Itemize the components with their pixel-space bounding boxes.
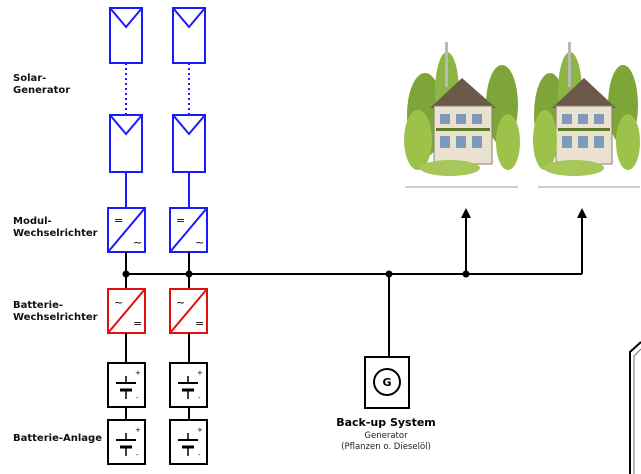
battery-cell-2b: + -: [169, 419, 208, 465]
partial-frame: [629, 341, 641, 474]
module-inverter-1: = ~: [107, 207, 146, 253]
battery-minus-symbol: -: [136, 394, 139, 402]
arrow-to-house-1: [461, 208, 471, 274]
battery-plus-symbol: +: [135, 369, 141, 377]
battery-cell-1a: + -: [107, 362, 146, 408]
label-battery-inverter: Batterie- Wechselrichter: [13, 300, 98, 323]
solar-panel-bottom-2: [172, 114, 206, 173]
inverter-ac-symbol: ~: [114, 296, 123, 309]
backup-system-detail: (Pflanzen o. Dieselöl): [341, 442, 431, 452]
battery-plus-symbol: +: [197, 426, 203, 434]
inverter-dc-symbol: =: [195, 317, 204, 330]
label-battery-system: Batterie-Anlage: [13, 433, 102, 444]
backup-system-subtitle: Generator: [364, 431, 408, 441]
inverter-dc-symbol: =: [176, 214, 185, 227]
ac-bus: [126, 208, 587, 358]
battery-inverter-2: ~ =: [169, 288, 208, 334]
battery-plus-symbol: +: [197, 369, 203, 377]
arrow-to-house-2: [577, 208, 587, 274]
battery-plus-symbol: +: [135, 426, 141, 434]
solar-panel-top-1: [109, 7, 143, 64]
string-column-2: = ~ ~ = + - + -: [169, 7, 208, 465]
battery-minus-symbol: -: [198, 451, 201, 459]
house-illustration-2: [533, 42, 640, 188]
generator: G: [364, 356, 410, 409]
inverter-dc-symbol: =: [133, 317, 142, 330]
inverter-ac-symbol: ~: [133, 236, 142, 249]
module-inverter-2: = ~: [169, 207, 208, 253]
label-module-inverter: Modul- Wechselrichter: [13, 216, 98, 239]
inverter-ac-symbol: ~: [176, 296, 185, 309]
string-column-1: = ~ ~ = + - +: [107, 7, 146, 465]
battery-cell-2a: + -: [169, 362, 208, 408]
house-illustration-1: [404, 42, 520, 188]
battery-minus-symbol: -: [198, 394, 201, 402]
backup-system-title: Back-up System: [336, 416, 436, 429]
battery-minus-symbol: -: [136, 451, 139, 459]
solar-panel-top-2: [172, 7, 206, 64]
battery-inverter-1: ~ =: [107, 288, 146, 334]
generator-symbol: G: [382, 376, 391, 389]
inverter-dc-symbol: =: [114, 214, 123, 227]
inverter-ac-symbol: ~: [195, 236, 204, 249]
battery-cell-1b: + -: [107, 419, 146, 465]
label-solar-generator: Solar- Generator: [13, 73, 71, 96]
solar-panel-bottom-1: [109, 114, 143, 173]
